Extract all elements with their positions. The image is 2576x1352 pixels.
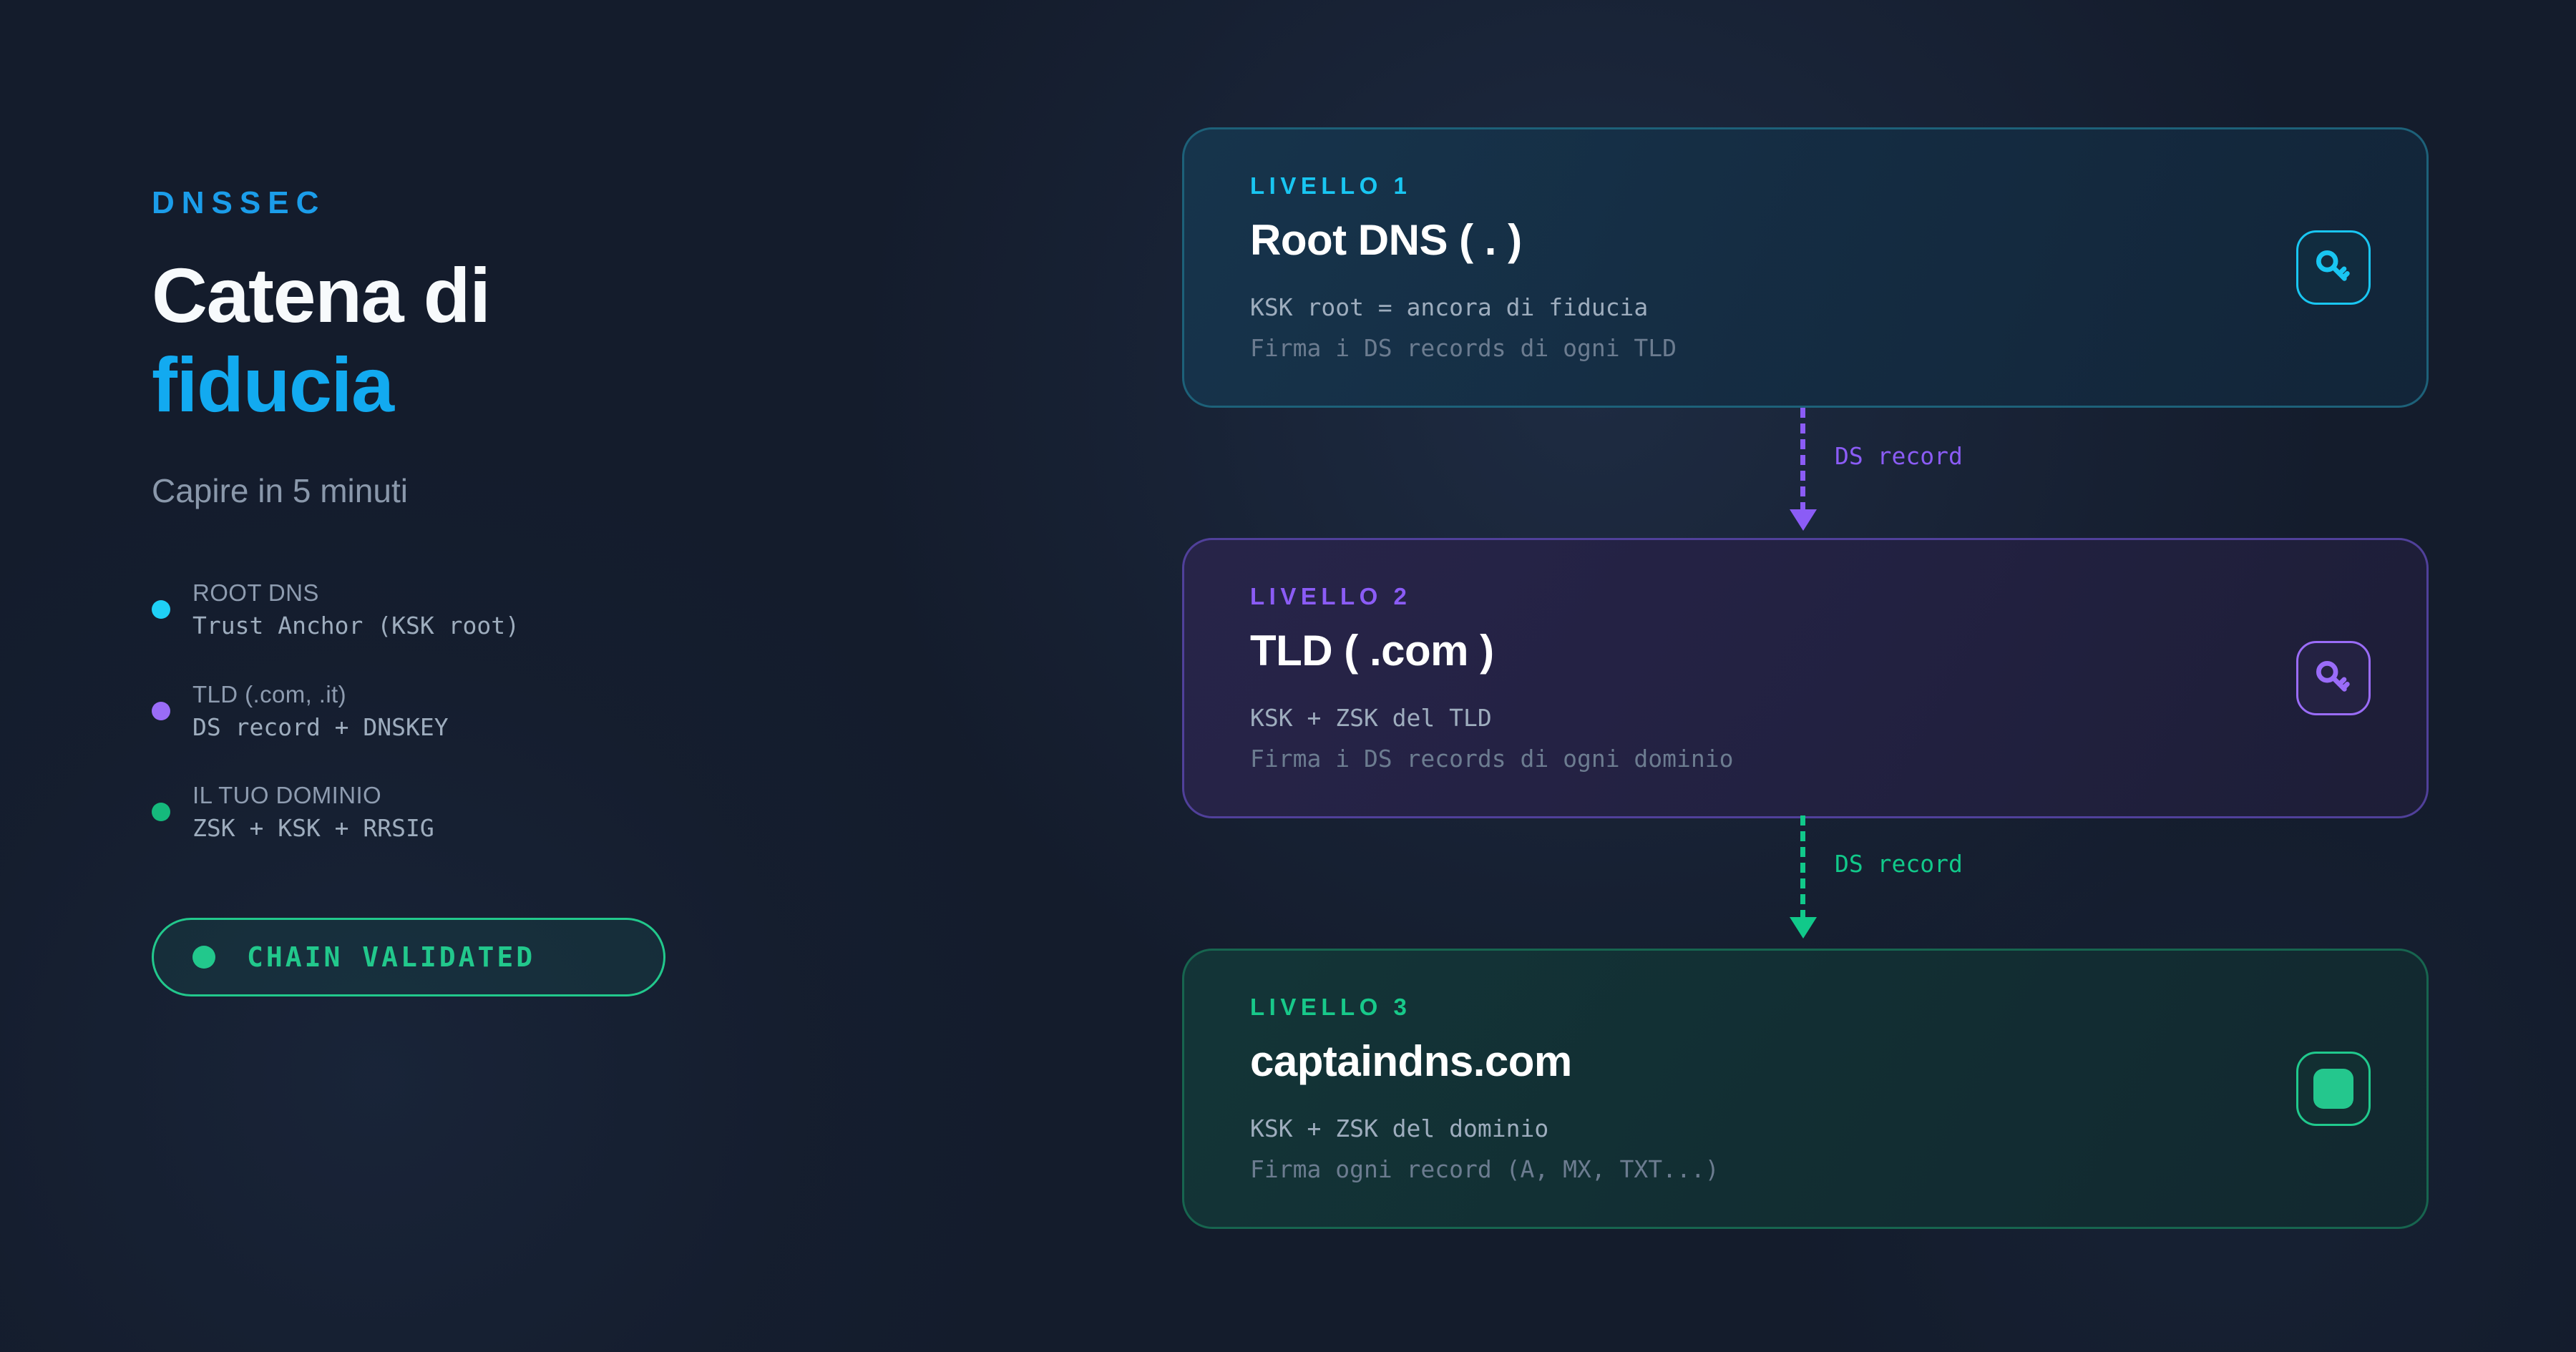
- status-badge-label: CHAIN VALIDATED: [247, 941, 536, 974]
- list-item-subtitle: Trust Anchor (KSK root): [192, 611, 519, 640]
- card-title: TLD ( .com ): [1250, 627, 1494, 675]
- list-item: ROOT DNS Trust Anchor (KSK root): [152, 579, 996, 640]
- list-item-subtitle: ZSK + KSK + RRSIG: [192, 814, 434, 843]
- connector-label: DS record: [1835, 442, 1963, 470]
- card-detail-primary: KSK root = ancora di fiducia: [1250, 293, 1649, 322]
- chain-card-level-3[interactable]: LIVELLO 3 captaindns.com KSK + ZSK del d…: [1182, 949, 2429, 1229]
- eyebrow-label: DNSSEC: [152, 185, 326, 220]
- card-detail-secondary: Firma ogni record (A, MX, TXT...): [1250, 1155, 1719, 1184]
- status-dot-icon: [192, 946, 215, 969]
- filled-square-icon: [2296, 1052, 2371, 1126]
- bullet-dot-purple-icon: [152, 701, 170, 720]
- arrow-down-icon: [1790, 917, 1817, 939]
- card-title: Root DNS ( . ): [1250, 216, 1522, 264]
- list-item-title: TLD (.com, .it): [192, 680, 347, 707]
- key-icon: [2296, 641, 2371, 715]
- dashed-line: [1800, 815, 1805, 920]
- page-title: Catena di fiducia: [152, 250, 996, 430]
- card-level-label: LIVELLO 3: [1250, 994, 1412, 1020]
- arrow-down-icon: [1790, 509, 1817, 531]
- chain-summary-list: ROOT DNS Trust Anchor (KSK root) TLD (.c…: [152, 579, 996, 843]
- bullet-dot-cyan-icon: [152, 599, 170, 619]
- page-title-line-2: fiducia: [152, 341, 394, 428]
- square-glyph: [2313, 1069, 2353, 1109]
- page-title-line-1: Catena di: [152, 252, 491, 338]
- card-detail-primary: KSK + ZSK del dominio: [1250, 1115, 1549, 1143]
- key-icon: [2296, 230, 2371, 305]
- connector-level2-to-level3: DS record: [1790, 815, 2087, 946]
- subtitle: Capire in 5 minuti: [152, 471, 408, 509]
- card-title: captaindns.com: [1250, 1037, 1572, 1085]
- list-item-title: ROOT DNS: [192, 579, 319, 606]
- list-item: IL TUO DOMINIO ZSK + KSK + RRSIG: [152, 782, 996, 842]
- card-level-label: LIVELLO 1: [1250, 172, 1412, 199]
- card-detail-primary: KSK + ZSK del TLD: [1250, 704, 1492, 733]
- chain-card-level-2[interactable]: LIVELLO 2 TLD ( .com ) KSK + ZSK del TLD…: [1182, 538, 2429, 818]
- dashed-line: [1800, 408, 1805, 512]
- connector-label: DS record: [1835, 850, 1963, 878]
- connector-level1-to-level2: DS record: [1790, 408, 2087, 538]
- card-level-label: LIVELLO 2: [1250, 583, 1412, 609]
- chain-card-level-1[interactable]: LIVELLO 1 Root DNS ( . ) KSK root = anco…: [1182, 127, 2429, 408]
- list-item-title: IL TUO DOMINIO: [192, 782, 382, 809]
- list-item: TLD (.com, .it) DS record + DNSKEY: [152, 681, 996, 741]
- status-badge[interactable]: CHAIN VALIDATED: [152, 918, 665, 997]
- bullet-dot-green-icon: [152, 803, 170, 822]
- card-detail-secondary: Firma i DS records di ogni TLD: [1250, 334, 1677, 363]
- card-detail-secondary: Firma i DS records di ogni dominio: [1250, 745, 1734, 773]
- list-item-subtitle: DS record + DNSKEY: [192, 712, 449, 741]
- chain-of-trust-diagram: LIVELLO 1 Root DNS ( . ) KSK root = anco…: [1182, 127, 2431, 1229]
- hero-column: DNSSEC Catena di fiducia Capire in 5 min…: [152, 185, 996, 997]
